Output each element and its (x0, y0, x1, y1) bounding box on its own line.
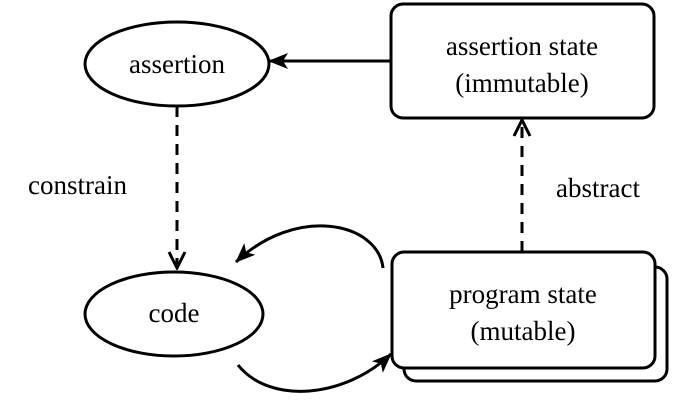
constrain-label: constrain (28, 170, 127, 200)
assertion-state-line2: (immutable) (455, 68, 588, 98)
program-state-to-code-arrow (234, 224, 385, 269)
assertion-state-line1: assertion state (446, 31, 598, 61)
assertion-label: assertion (129, 49, 225, 79)
program-state-line2: (mutable) (471, 316, 576, 346)
code-label: code (149, 298, 200, 328)
abstract-label: abstract (556, 173, 640, 203)
program-state-line1: program state (449, 279, 597, 309)
code-to-program-state-arrow (236, 352, 393, 393)
code-node (83, 270, 265, 358)
program-state-box (390, 250, 657, 370)
assertion-state-box (389, 2, 656, 120)
